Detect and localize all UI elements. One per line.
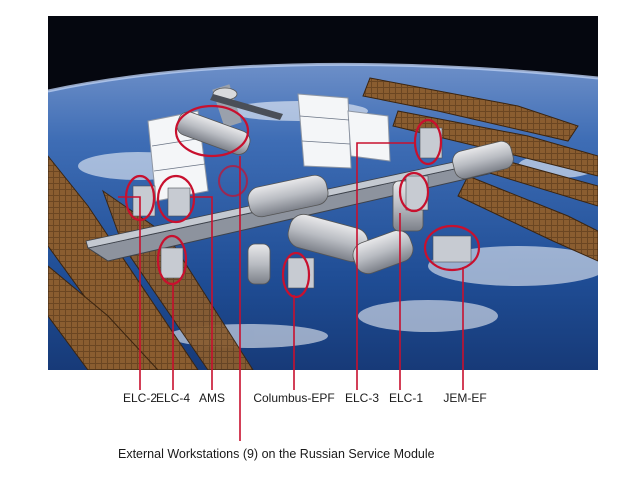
callout-ams (218, 165, 248, 197)
callout-russian-module (174, 104, 250, 158)
label-elc4: ELC-4 (155, 391, 191, 405)
callout-jemef (423, 224, 481, 272)
label-elc1: ELC-1 (388, 391, 424, 405)
label-ams: AMS (198, 391, 226, 405)
label-jem-ef: JEM-EF (443, 391, 487, 405)
label-elc3: ELC-3 (344, 391, 380, 405)
iss-illustration (48, 16, 598, 370)
label-columbus-epf: Columbus-EPF (253, 391, 335, 405)
caption: External Workstations (9) on the Russian… (118, 447, 435, 461)
callout-elc3 (413, 118, 443, 166)
callout-columbus (281, 251, 311, 299)
callout-elc4-lower (156, 234, 188, 286)
label-elc2: ELC-2 (122, 391, 158, 405)
russian-segment (176, 84, 283, 155)
